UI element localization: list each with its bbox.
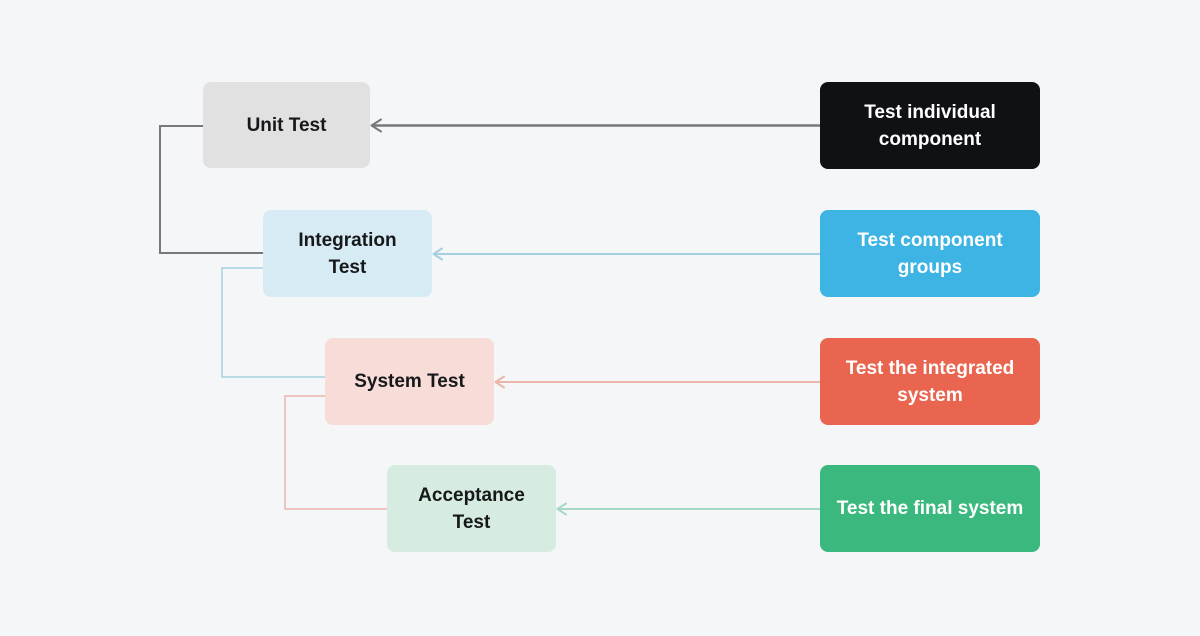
node-label: Test the integrated system [845, 357, 1015, 406]
arrowhead-left-icon [556, 502, 567, 516]
node-label: System Test [354, 371, 465, 392]
node-desc-unit-test: Test individual component [820, 82, 1040, 169]
node-label: Test the final system [836, 498, 1024, 519]
node-desc-integration-test: Test component groups [820, 210, 1040, 297]
elbow-integration-to-system [221, 267, 325, 378]
node-label: Unit Test [246, 114, 327, 136]
node-desc-system-test: Test the integrated system [820, 338, 1040, 425]
node-label: Integration Test [298, 229, 397, 278]
node-system-test: System Test [325, 338, 494, 425]
node-label: Test component groups [857, 229, 1003, 278]
node-integration-test: Integration Test [263, 210, 432, 297]
arrowhead-left-icon [370, 118, 382, 133]
node-label: Acceptance Test [418, 484, 525, 533]
node-label: Test individual component [864, 101, 996, 150]
arrowhead-left-icon [494, 375, 505, 389]
arrowhead-left-icon [432, 247, 443, 261]
node-desc-acceptance-test: Test the final system [820, 465, 1040, 552]
node-acceptance-test: Acceptance Test [387, 465, 556, 552]
elbow-unit-to-integration [159, 125, 263, 254]
node-unit-test: Unit Test [203, 82, 370, 168]
elbow-system-to-acceptance [284, 395, 387, 510]
